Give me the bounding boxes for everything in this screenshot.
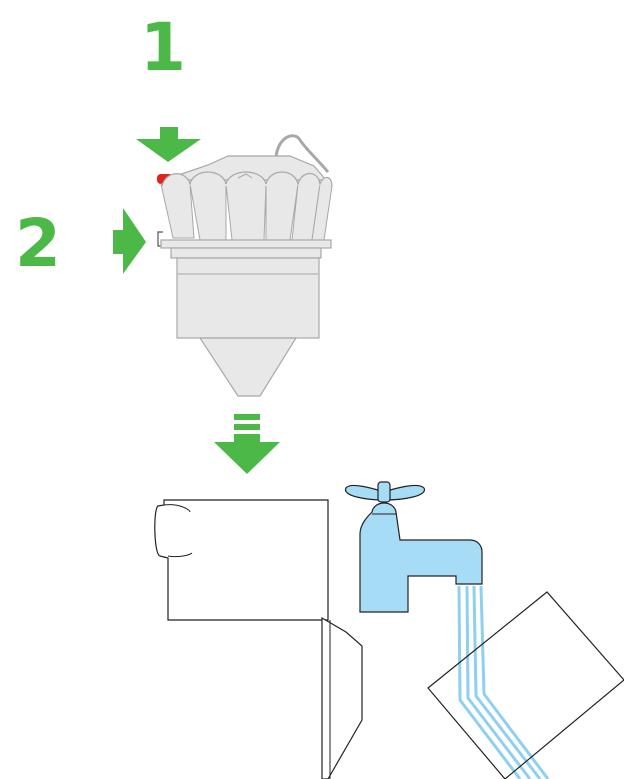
down-arrow-icon bbox=[136, 127, 201, 162]
release-arrow-icon bbox=[214, 414, 280, 474]
rinse-bin-outline bbox=[427, 591, 624, 779]
water-stream-icon bbox=[457, 585, 550, 779]
step-2-number: 2 bbox=[15, 205, 61, 282]
cone-outline bbox=[321, 616, 363, 779]
bin-outline bbox=[154, 499, 329, 621]
tap-icon bbox=[345, 481, 483, 613]
step-1-number: 1 bbox=[140, 9, 186, 86]
right-arrow-icon bbox=[113, 208, 146, 274]
cyclone-bin bbox=[157, 134, 333, 397]
